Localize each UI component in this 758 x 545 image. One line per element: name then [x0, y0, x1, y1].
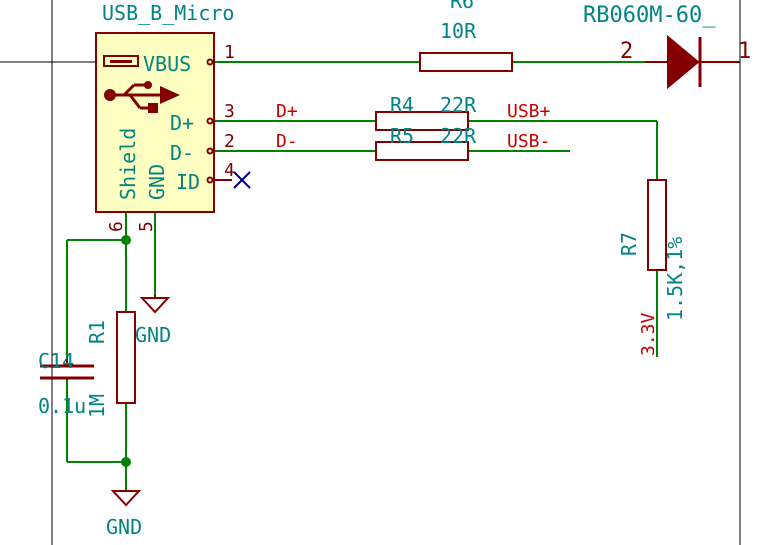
- resistor-r1: [116, 311, 136, 404]
- r1-ref: R1: [85, 320, 109, 344]
- resistor-r6: [419, 52, 513, 72]
- r7-ref: R7: [617, 232, 641, 256]
- resistor-r7: [647, 179, 667, 271]
- usb-plug-icon: [103, 55, 139, 67]
- gnd-label-1: GND: [135, 323, 171, 347]
- junction-dot: [121, 457, 131, 467]
- pin-stub-4: [206, 176, 214, 184]
- r4-value: 22R: [440, 93, 477, 117]
- r6-value: 10R: [440, 19, 477, 43]
- connector-value: USB_B_Micro: [102, 1, 234, 25]
- pin-name-dminus: D-: [170, 141, 194, 165]
- net-label-usbminus: USB-: [507, 131, 550, 152]
- r1-value: 1M: [85, 394, 109, 418]
- r4-ref: R4: [390, 93, 414, 117]
- r6-ref: R6: [450, 0, 474, 13]
- pin-name-shield: Shield: [116, 128, 140, 200]
- wires: [66, 61, 665, 490]
- pin-number-2: 2: [224, 131, 235, 152]
- gnd-symbol: [110, 490, 142, 507]
- resistor-r5: [375, 141, 469, 161]
- diode-pin-2: 2: [620, 39, 633, 64]
- pin-name-gnd: GND: [145, 164, 169, 200]
- c14-ref: C14: [38, 349, 74, 373]
- diode-symbol: [645, 34, 740, 90]
- r5-value: 22R: [440, 124, 477, 148]
- resistor-r4: [375, 111, 469, 131]
- net-label-3v3: 3.3V: [638, 312, 659, 356]
- diode-pin-1: 1: [738, 39, 751, 64]
- net-label-usbplus: USB+: [507, 101, 551, 122]
- gnd-label-2: GND: [106, 515, 142, 539]
- pin-number-1: 1: [224, 42, 235, 63]
- net-label-dminus: D-: [276, 131, 298, 152]
- r5-ref: R5: [390, 124, 414, 148]
- junction-dot: [121, 235, 131, 245]
- pin-number-5: 5: [136, 221, 157, 232]
- no-connect-marker: [233, 171, 251, 189]
- c14-value: 0.1u: [38, 394, 86, 418]
- pin-name-id: ID: [176, 170, 200, 194]
- r7-value: 1.5K,1%: [663, 237, 687, 321]
- net-label-dplus: D+: [276, 101, 298, 122]
- gnd-symbol: [139, 295, 171, 314]
- pin-name-vbus: VBUS: [143, 52, 191, 76]
- pin-stub-3: [206, 117, 214, 125]
- pin-stub-2: [206, 147, 214, 155]
- usb-plug-icon: [110, 60, 132, 63]
- usb-connector-symbol: [95, 32, 232, 213]
- pin-number-3: 3: [224, 101, 235, 122]
- diode-value: RB060M-60_: [583, 3, 716, 28]
- pin-name-dplus: D+: [170, 111, 194, 135]
- pin-number-4: 4: [224, 160, 235, 181]
- usb-logo-icon: [104, 81, 180, 113]
- pin-number-6: 6: [106, 221, 127, 232]
- pin-stub-1: [206, 58, 214, 66]
